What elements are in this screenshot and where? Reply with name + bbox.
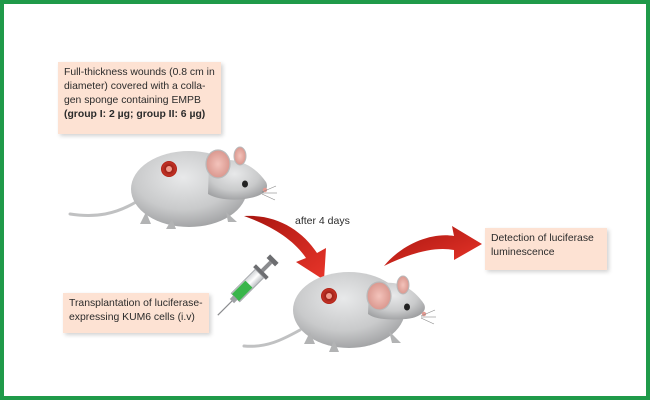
mouse-icon [242, 272, 436, 352]
illustration [68, 146, 482, 352]
transplant-callout: Transplantation of luciferase- expressin… [63, 293, 209, 333]
wound-callout-line: diameter) covered with a colla- [64, 81, 206, 92]
syringe-icon [217, 254, 279, 316]
mouse-icon [68, 146, 277, 229]
curved-arrow-icon [384, 226, 482, 266]
after-4-days-label: after 4 days [295, 215, 350, 227]
detection-callout-line: luminescence [491, 247, 555, 258]
curved-arrow-icon [244, 215, 326, 280]
wound-callout-line: Full-thickness wounds (0.8 cm in [64, 67, 215, 78]
wound-callout-line: gen sponge containing EMPB [64, 95, 201, 106]
transplant-callout-line: Transplantation of luciferase- [69, 298, 203, 309]
wound-callout-groups: (group I: 2 µg; group II: 6 µg) [64, 109, 206, 120]
wound-icon [161, 161, 177, 177]
detection-callout-line: Detection of luciferase [491, 233, 594, 244]
detection-callout: Detection of luciferase luminescence [485, 228, 607, 270]
transplant-callout-line: expressing KUM6 cells (i.v) [69, 312, 195, 323]
wound-icon [321, 288, 337, 304]
wound-callout: Full-thickness wounds (0.8 cm in diamete… [58, 62, 221, 134]
